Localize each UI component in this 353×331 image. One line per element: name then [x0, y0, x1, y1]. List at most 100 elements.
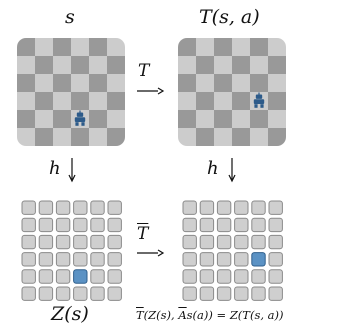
latent-cell: [199, 269, 215, 284]
board-cell: [35, 56, 54, 75]
board-cell: [232, 56, 251, 75]
board-cell: [178, 38, 197, 57]
latent-cell: [55, 217, 71, 233]
encoder-label-right: h: [207, 158, 219, 179]
board-cell: [53, 110, 72, 129]
latent-state-label: Z(s): [51, 303, 89, 325]
board-cell: [214, 110, 233, 129]
latent-transition-symbol: T: [137, 224, 149, 244]
board-cell: [35, 110, 54, 129]
board-cell: [214, 128, 233, 146]
board-cell: [17, 38, 36, 57]
latent-cell: [55, 234, 71, 250]
latent-cell: [216, 269, 232, 284]
latent-cell: [55, 286, 71, 301]
equation-rhs: s(a)) = Z(T(s, a)): [186, 308, 284, 322]
latent-cell: [234, 217, 249, 233]
board-cell: [107, 74, 125, 93]
latent-cell: [90, 234, 105, 250]
latent-cell: [199, 234, 215, 250]
latent-cell: [216, 252, 232, 267]
latent-cell: [251, 217, 266, 233]
latent-state-grid: [21, 200, 122, 301]
latent-cell: [182, 252, 197, 267]
latent-transition-arrow-icon: [137, 249, 165, 257]
board-cell: [268, 92, 286, 111]
latent-cell: [107, 234, 122, 250]
latent-cell: [55, 269, 71, 284]
latent-cell: [199, 286, 215, 301]
board-cell: [53, 92, 72, 111]
board-cell: [53, 74, 72, 93]
board-cell: [232, 74, 251, 93]
latent-cell: [182, 217, 197, 233]
board-cell: [268, 38, 286, 57]
latent-cell: [182, 286, 197, 301]
board-cell: [17, 92, 36, 111]
board-cell: [89, 56, 108, 75]
board-cell: [214, 38, 233, 57]
board-cell: [89, 128, 108, 146]
board-cell: [71, 56, 90, 75]
robot-icon: [253, 92, 265, 108]
board-cell: [268, 128, 286, 146]
board-cell: [250, 110, 269, 129]
board-cell: [89, 38, 108, 57]
board-cell: [71, 92, 90, 111]
latent-cell: [234, 252, 249, 267]
latent-cell: [21, 252, 36, 267]
board-cell: [214, 74, 233, 93]
latent-cell: [268, 269, 283, 284]
board-cell: [89, 74, 108, 93]
board-cell: [71, 74, 90, 93]
latent-cell: [90, 217, 105, 233]
equation-abstract-action: A: [178, 308, 187, 322]
board-cell: [107, 38, 125, 57]
latent-cell: [38, 269, 54, 284]
board-cell: [17, 128, 36, 146]
latent-cell: [216, 286, 232, 301]
board-cell: [107, 56, 125, 75]
latent-cell: [107, 252, 122, 267]
board-cell: [107, 92, 125, 111]
latent-cell: [234, 286, 249, 301]
board-cell: [178, 128, 197, 146]
latent-cell: [107, 217, 122, 233]
latent-next-state-grid: [182, 200, 283, 301]
robot-icon: [74, 110, 86, 126]
latent-cell: [73, 200, 88, 215]
board-cell: [178, 74, 197, 93]
board-cell: [178, 110, 197, 129]
board-cell: [53, 38, 72, 57]
latent-cell: [21, 234, 36, 250]
board-cell: [178, 56, 197, 75]
board-cell: [250, 38, 269, 57]
board-cell: [214, 92, 233, 111]
latent-cell: [73, 234, 88, 250]
board-cell: [250, 56, 269, 75]
latent-active-cell: [73, 269, 88, 284]
board-cell: [178, 92, 197, 111]
latent-cell: [107, 200, 122, 215]
latent-cell: [55, 252, 71, 267]
encoder-label-left: h: [49, 158, 61, 179]
board-cell: [35, 128, 54, 146]
latent-cell: [251, 269, 266, 284]
board-cell: [232, 110, 251, 129]
board-cell: [17, 74, 36, 93]
latent-cell: [90, 269, 105, 284]
board-cell: [107, 128, 125, 146]
board-cell: [232, 128, 251, 146]
board-cell: [196, 56, 215, 75]
latent-cell: [107, 286, 122, 301]
next-state-grid: [178, 38, 286, 146]
latent-transition-label: T: [137, 226, 148, 243]
latent-cell: [199, 217, 215, 233]
latent-cell: [216, 200, 232, 215]
latent-cell: [38, 234, 54, 250]
board-cell: [232, 92, 251, 111]
latent-cell: [251, 200, 266, 215]
latent-cell: [21, 200, 36, 215]
board-cell: [196, 110, 215, 129]
board-cell: [71, 38, 90, 57]
